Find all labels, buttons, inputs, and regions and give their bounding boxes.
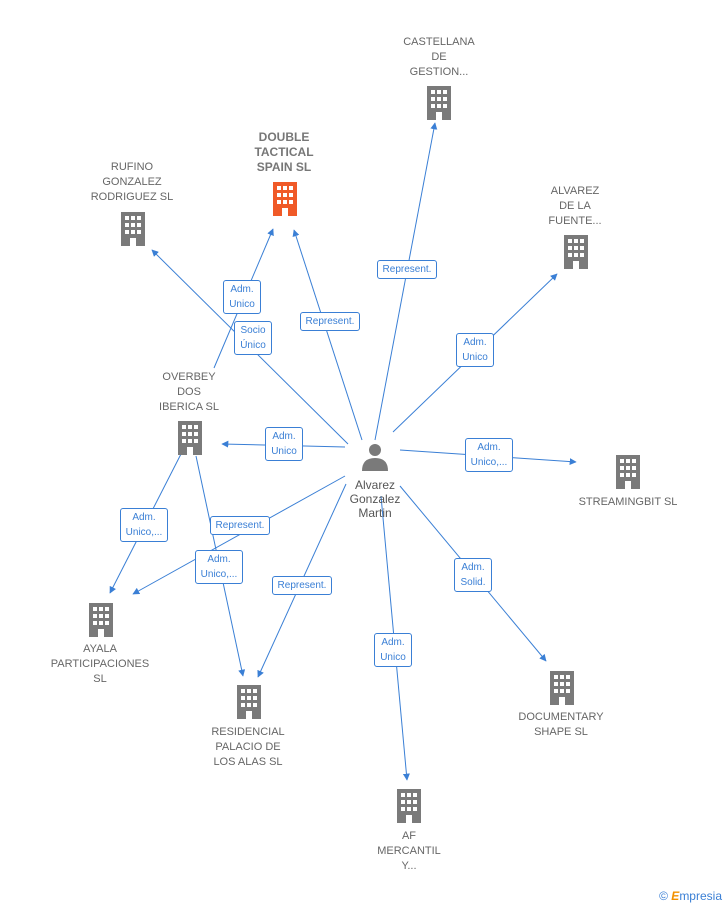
company-label-line: DE (431, 51, 447, 63)
company-label-line: DOS (177, 386, 201, 398)
building-icon[interactable] (89, 603, 113, 637)
company-label-line: LOS ALAS SL (213, 756, 283, 768)
edge-label[interactable]: Adm. Unico (374, 633, 412, 667)
company-label-af-mercantil[interactable]: AF MERCANTIL Y... (364, 829, 454, 874)
building-icon[interactable] (237, 685, 261, 719)
company-label-line: AF (401, 830, 417, 842)
building-icon[interactable] (427, 86, 451, 120)
edge-label[interactable]: Adm. Unico (223, 280, 261, 314)
edge-center-to-double-tactical (292, 229, 363, 441)
edge-label[interactable]: Socio Único (234, 321, 272, 355)
copyright-icon: © (659, 889, 668, 903)
company-label-castellana[interactable]: CASTELLANA DE GESTION... (389, 35, 489, 80)
edge-label[interactable]: Adm. Unico (265, 427, 303, 461)
building-icon[interactable] (550, 671, 574, 705)
edge-center-to-castellana (374, 122, 438, 441)
building-icon[interactable] (564, 235, 588, 269)
company-label-rufino[interactable]: RUFINO GONZALEZ RODRIGUEZ SL (77, 160, 187, 205)
edge-label[interactable]: Adm. Unico,... (119, 508, 169, 542)
company-label-line: DE LA (559, 200, 591, 212)
company-label-line: STREAMINGBIT SL (578, 496, 678, 508)
building-icon[interactable] (178, 421, 202, 455)
building-icon[interactable] (616, 455, 640, 489)
edge-center-to-ayala (132, 475, 346, 595)
company-label-line: SPAIN SL (256, 160, 312, 174)
brand-name: mpresia (679, 889, 722, 903)
edge-label[interactable]: Adm. Unico,... (194, 550, 244, 584)
company-label-line: PALACIO DE (215, 741, 281, 753)
company-label-line: CASTELLANA (403, 36, 475, 48)
company-label-ayala[interactable]: AYALA PARTICIPACIONES SL (40, 642, 160, 687)
person-name[interactable]: Alvarez Gonzalez Martin (349, 478, 401, 520)
company-label-line: DOCUMENTARY (518, 711, 604, 723)
edge-label[interactable]: Adm. Unico (456, 333, 494, 367)
building-icon[interactable] (273, 182, 297, 216)
person-icon[interactable] (362, 444, 388, 471)
company-label-line: MERCANTIL (377, 845, 441, 857)
brand-initial: E (671, 889, 680, 903)
company-label-line: ALVAREZ (550, 185, 600, 197)
company-label-line: OVERBEY (162, 371, 216, 383)
company-label-documentary[interactable]: DOCUMENTARY SHAPE SL (506, 710, 616, 740)
company-label-residencial[interactable]: RESIDENCIAL PALACIO DE LOS ALAS SL (193, 725, 303, 770)
empresia-watermark[interactable]: © Empresia (659, 889, 722, 903)
edge-label[interactable]: Represent. (376, 259, 438, 279)
company-label-line: FUENTE... (548, 215, 602, 227)
building-icon[interactable] (121, 212, 145, 246)
company-label-line: AYALA (83, 643, 117, 655)
company-label-line: SHAPE SL (534, 726, 588, 738)
edge-label[interactable]: Represent. (271, 575, 333, 595)
company-label-line: IBERICA SL (159, 401, 219, 413)
edge-label[interactable]: Represent. (299, 311, 361, 331)
company-label-alvarez-fuente[interactable]: ALVAREZ DE LA FUENTE... (530, 184, 620, 229)
company-label-line: TACTICAL (254, 145, 314, 159)
company-label-line: SL (93, 673, 107, 685)
edge-label[interactable]: Adm. Solid. (454, 558, 492, 592)
company-label-streamingbit[interactable]: STREAMINGBIT SL (568, 495, 688, 510)
company-label-line: GONZALEZ (102, 176, 162, 188)
company-label-line: RODRIGUEZ SL (90, 191, 174, 203)
edge-label[interactable]: Adm. Unico,... (464, 438, 514, 472)
company-label-overbey[interactable]: OVERBEY DOS IBERICA SL (144, 370, 234, 415)
company-label-line: RESIDENCIAL (211, 726, 285, 738)
company-label-line: GESTION... (409, 66, 469, 78)
building-icon[interactable] (397, 789, 421, 823)
company-label-line: DOUBLE (258, 130, 310, 144)
company-label-line: RUFINO (110, 161, 154, 173)
company-label-line: Y... (401, 860, 417, 872)
edge-label[interactable]: Represent. (209, 515, 271, 535)
company-label-line: PARTICIPACIONES (50, 658, 150, 670)
